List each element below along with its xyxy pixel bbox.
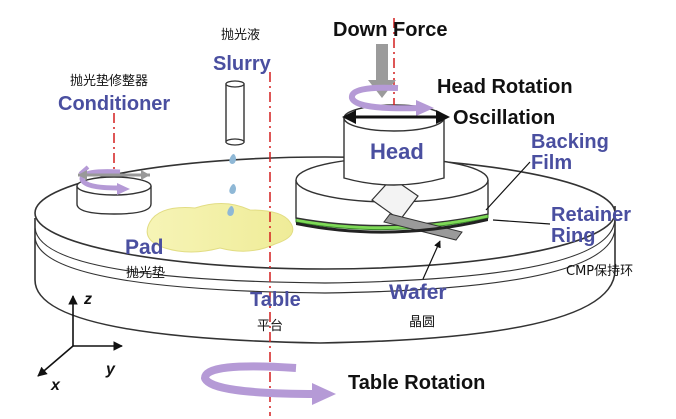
axis-x-label: x	[50, 377, 61, 394]
head-label: Head	[370, 139, 424, 164]
slurry-cn-label: 抛光液	[221, 28, 260, 43]
wafer-label: Wafer	[389, 281, 447, 304]
table-cn-label: 平台	[257, 319, 283, 334]
xyz-axes-icon	[37, 295, 123, 377]
conditioner-label: Conditioner	[58, 93, 170, 115]
table-rotation-icon	[200, 362, 336, 405]
retainer-ring-cn-label: CMP保持环	[566, 264, 633, 279]
down-force-label: Down Force	[333, 19, 447, 41]
conditioner-rotation-icon	[78, 165, 150, 195]
head-rotation-icon	[349, 84, 434, 116]
table-rotation-label: Table Rotation	[348, 372, 485, 394]
droplet-icon	[227, 154, 236, 216]
wafer-cn-label: 晶圆	[409, 315, 435, 330]
conditioner-cn-label: 抛光垫修整器	[70, 73, 148, 89]
axis-y-label: y	[105, 361, 116, 378]
slurry-tube	[225, 80, 245, 146]
retainer-ring-label-1: Retainer	[551, 204, 631, 226]
leader-lines	[422, 161, 551, 280]
backing-film-label-2: Film	[531, 152, 572, 174]
double-arrow-icon	[342, 110, 450, 124]
backing-film-label-1: Backing	[531, 131, 609, 153]
slurry-label: Slurry	[213, 53, 272, 75]
pad-label: Pad	[125, 236, 164, 259]
oscillation-label: Oscillation	[453, 107, 555, 129]
retainer-ring-label-2: Ring	[551, 225, 595, 247]
pad-cn-label: 抛光垫	[126, 265, 165, 281]
axis-z-label: z	[83, 291, 92, 308]
head-rotation-label: Head Rotation	[437, 76, 573, 98]
table-label: Table	[250, 289, 301, 311]
slurry-pool	[146, 203, 294, 253]
